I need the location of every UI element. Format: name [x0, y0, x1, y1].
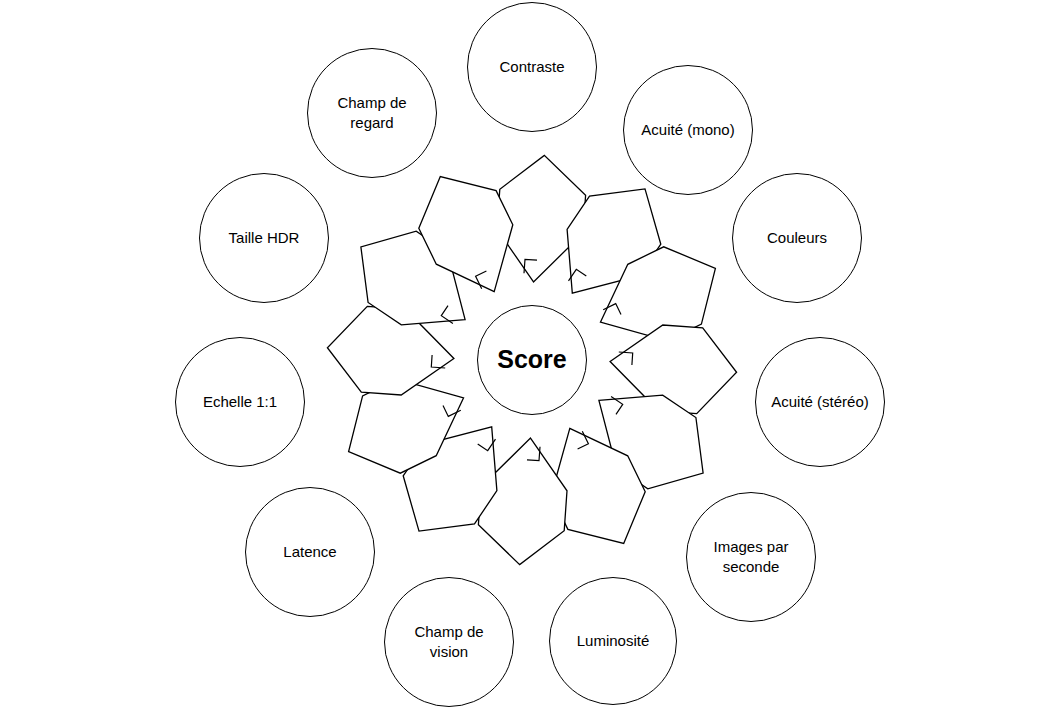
petal-notch: [441, 306, 453, 324]
petal-notch: [524, 259, 537, 273]
petal-notch: [527, 447, 540, 461]
petal-shape: [349, 379, 464, 473]
criterion-circle: Images par seconde: [686, 492, 816, 622]
text-wrap: Echelle 1:1: [203, 392, 277, 412]
petal-notch: [431, 355, 445, 368]
criterion-label: Champ de vision: [399, 622, 499, 663]
score-circle: Score: [477, 305, 587, 415]
criterion-label: Images par seconde: [701, 537, 801, 578]
petal-notch: [476, 271, 487, 289]
petal-shape: [600, 247, 715, 341]
criterion-label: Acuité (stéréo): [771, 392, 869, 412]
criterion-circle: Contraste: [467, 2, 597, 132]
text-wrap: Champ de regard: [322, 93, 422, 134]
petal-notch: [569, 269, 587, 281]
criterion-circle: Luminosité: [549, 577, 677, 705]
criterion-label: Champ de regard: [322, 93, 422, 134]
text-wrap: Taille HDR: [229, 228, 300, 248]
petal-notch: [443, 406, 461, 417]
criterion-label: Echelle 1:1: [203, 392, 277, 412]
score-label: Score: [497, 343, 566, 377]
criterion-label: Latence: [283, 542, 336, 562]
petal-notch: [478, 439, 496, 451]
criterion-label: Couleurs: [767, 228, 827, 248]
criterion-circle: Latence: [245, 487, 375, 617]
criterion-circle: Echelle 1:1: [175, 337, 305, 467]
text-wrap: Contraste: [499, 57, 564, 77]
petal-notch: [578, 431, 589, 449]
criterion-circle: Champ de regard: [307, 48, 437, 178]
criterion-circle: Acuité (mono): [623, 65, 753, 195]
text-wrap: Acuité (stéréo): [771, 392, 869, 412]
petal-shape: [419, 177, 513, 292]
criterion-circle: Champ de vision: [384, 577, 514, 707]
criterion-label: Taille HDR: [229, 228, 300, 248]
petal-notch: [619, 352, 633, 365]
criterion-circle: Taille HDR: [199, 173, 329, 303]
criterion-circle: Couleurs: [732, 173, 862, 303]
criterion-label: Luminosité: [577, 631, 650, 651]
criterion-label: Contraste: [499, 57, 564, 77]
petal-notch: [611, 397, 623, 415]
text-wrap: Acuité (mono): [641, 120, 734, 140]
criterion-circle: Acuité (stéréo): [755, 337, 885, 467]
text-wrap: Couleurs: [767, 228, 827, 248]
text-wrap: Champ de vision: [399, 622, 499, 663]
text-wrap: Score: [497, 343, 566, 377]
petal-notch: [603, 304, 621, 315]
criterion-label: Acuité (mono): [641, 120, 734, 140]
text-wrap: Luminosité: [577, 631, 650, 651]
text-wrap: Latence: [283, 542, 336, 562]
petal-shape: [551, 428, 645, 543]
text-wrap: Images par seconde: [701, 537, 801, 578]
